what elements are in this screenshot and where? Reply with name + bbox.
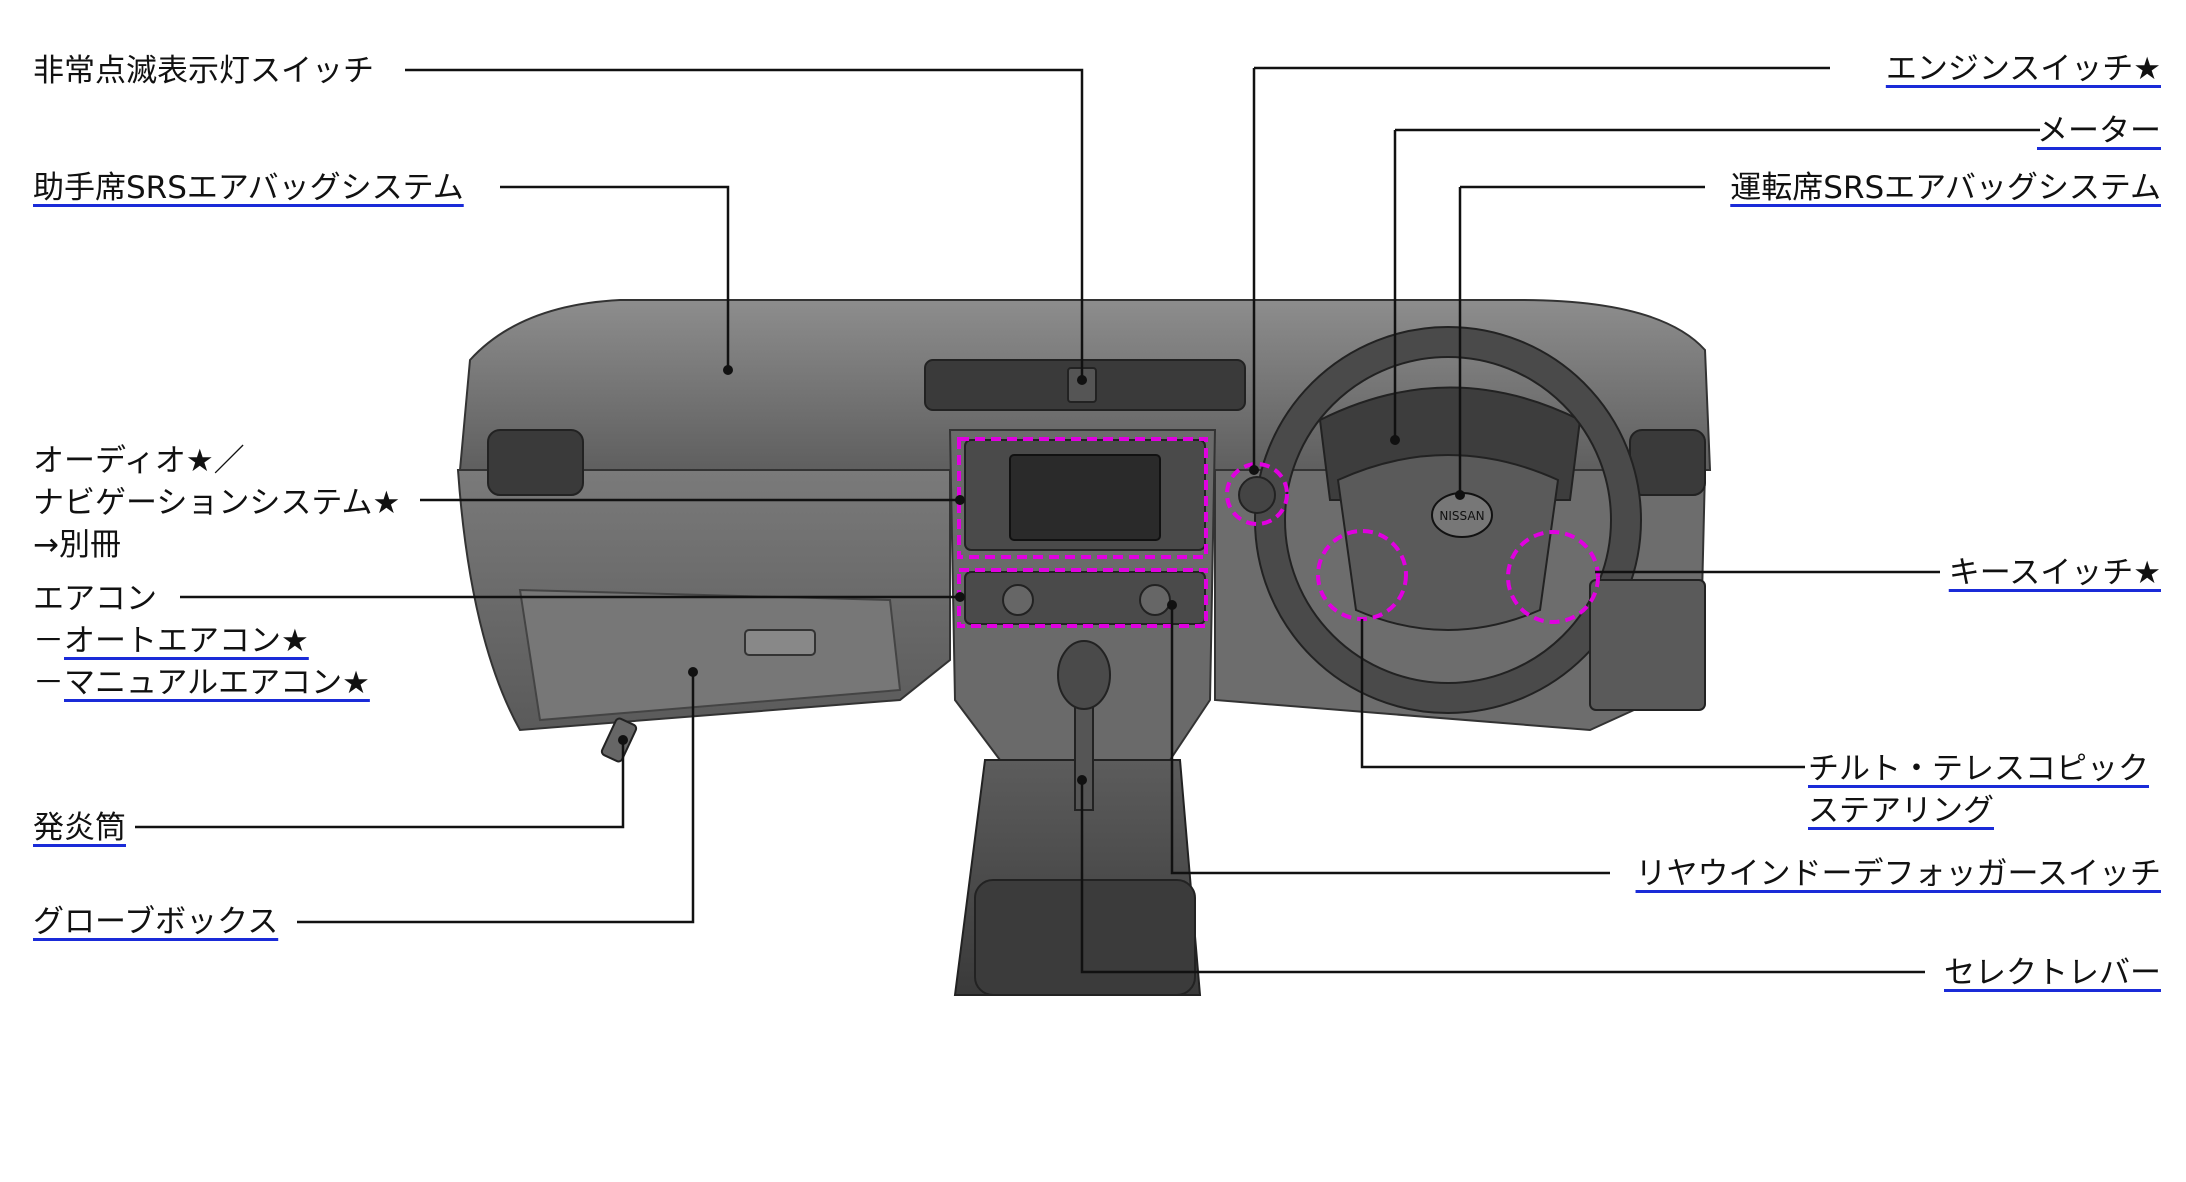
audio-text: オーディオ★／ bbox=[33, 443, 245, 479]
steering-wheel-rim-edge bbox=[1254, 326, 1642, 714]
armrest bbox=[974, 879, 1196, 996]
label-hazard-switch: 非常点滅表示灯スイッチ bbox=[33, 50, 374, 92]
label-meter[interactable]: メーター bbox=[2037, 110, 2161, 152]
label-glovebox[interactable]: グローブボックス bbox=[33, 901, 278, 943]
separate-volume-text: →別冊 bbox=[33, 527, 121, 563]
nissan-badge-text: NISSAN bbox=[1439, 509, 1484, 523]
flare-link[interactable]: 発炎筒 bbox=[33, 810, 126, 846]
manual-aircon-row: －マニュアルエアコン★ bbox=[33, 662, 370, 704]
steering-wheel-rim-inner bbox=[1284, 356, 1612, 684]
left-vent bbox=[487, 429, 584, 496]
manual-aircon-link[interactable]: マニュアルエアコン★ bbox=[64, 665, 370, 701]
driver-airbag-link[interactable]: 運転席SRSエアバッグシステム bbox=[1730, 170, 2161, 206]
aircon-text: エアコン bbox=[33, 581, 157, 617]
tilt-telescopic-link[interactable]: チルト・テレスコピック bbox=[1808, 751, 2149, 787]
key-switch-callout bbox=[1506, 530, 1600, 624]
audio-screen bbox=[1009, 454, 1161, 541]
steering-link[interactable]: ステアリング bbox=[1808, 793, 1994, 829]
ac-knob-left bbox=[1002, 584, 1034, 616]
right-vent bbox=[1629, 429, 1706, 496]
steering-wheel-hub bbox=[1336, 454, 1560, 631]
leader-dots bbox=[618, 365, 1465, 785]
leader-lines bbox=[135, 66, 2040, 974]
dash-prefix: － bbox=[33, 665, 64, 701]
engine-switch-link[interactable]: エンジンスイッチ★ bbox=[1885, 51, 2161, 87]
glovebox-handle bbox=[744, 629, 816, 656]
dash-prefix: － bbox=[33, 623, 64, 659]
label-driver-airbag[interactable]: 運転席SRSエアバッグシステム bbox=[1730, 167, 2161, 209]
hazard-switch-text: 非常点滅表示灯スイッチ bbox=[33, 53, 374, 89]
glovebox-link[interactable]: グローブボックス bbox=[33, 904, 279, 940]
rear-defogger-link[interactable]: リヤウインドーデフォッガースイッチ bbox=[1635, 856, 2161, 892]
label-flare[interactable]: 発炎筒 bbox=[33, 807, 126, 849]
navigation-text: ナビゲーションシステム★ bbox=[33, 485, 401, 521]
auto-aircon-link[interactable]: オートエアコン★ bbox=[64, 623, 309, 659]
engine-switch-button bbox=[1238, 476, 1276, 514]
label-rear-defogger[interactable]: リヤウインドーデフォッガースイッチ bbox=[1636, 853, 2161, 895]
engine-switch-callout bbox=[1225, 462, 1289, 526]
label-passenger-airbag[interactable]: 助手席SRSエアバッグシステム bbox=[33, 167, 464, 209]
label-select-lever[interactable]: セレクトレバー bbox=[1944, 952, 2161, 994]
audio-callout-box bbox=[957, 437, 1208, 559]
auto-aircon-row: －オートエアコン★ bbox=[33, 620, 370, 662]
label-engine-switch[interactable]: エンジンスイッチ★ bbox=[1886, 48, 2161, 90]
select-lever-knob bbox=[1057, 640, 1111, 710]
select-lever-link[interactable]: セレクトレバー bbox=[1944, 955, 2161, 991]
meter-link[interactable]: メーター bbox=[2037, 113, 2161, 149]
label-tilt-telescopic-steering[interactable]: チルト・テレスコピック ステアリング bbox=[1808, 748, 2149, 832]
ac-knob-right bbox=[1139, 584, 1171, 616]
key-switch-link[interactable]: キースイッチ★ bbox=[1948, 555, 2161, 591]
passenger-airbag-link[interactable]: 助手席SRSエアバッグシステム bbox=[33, 170, 464, 206]
label-key-switch[interactable]: キースイッチ★ bbox=[1949, 552, 2161, 594]
driver-switch-panel bbox=[1589, 579, 1706, 711]
label-audio-navigation: オーディオ★／ ナビゲーションシステム★ →別冊 bbox=[33, 440, 400, 566]
label-aircon: エアコン －オートエアコン★ －マニュアルエアコン★ bbox=[33, 578, 370, 704]
